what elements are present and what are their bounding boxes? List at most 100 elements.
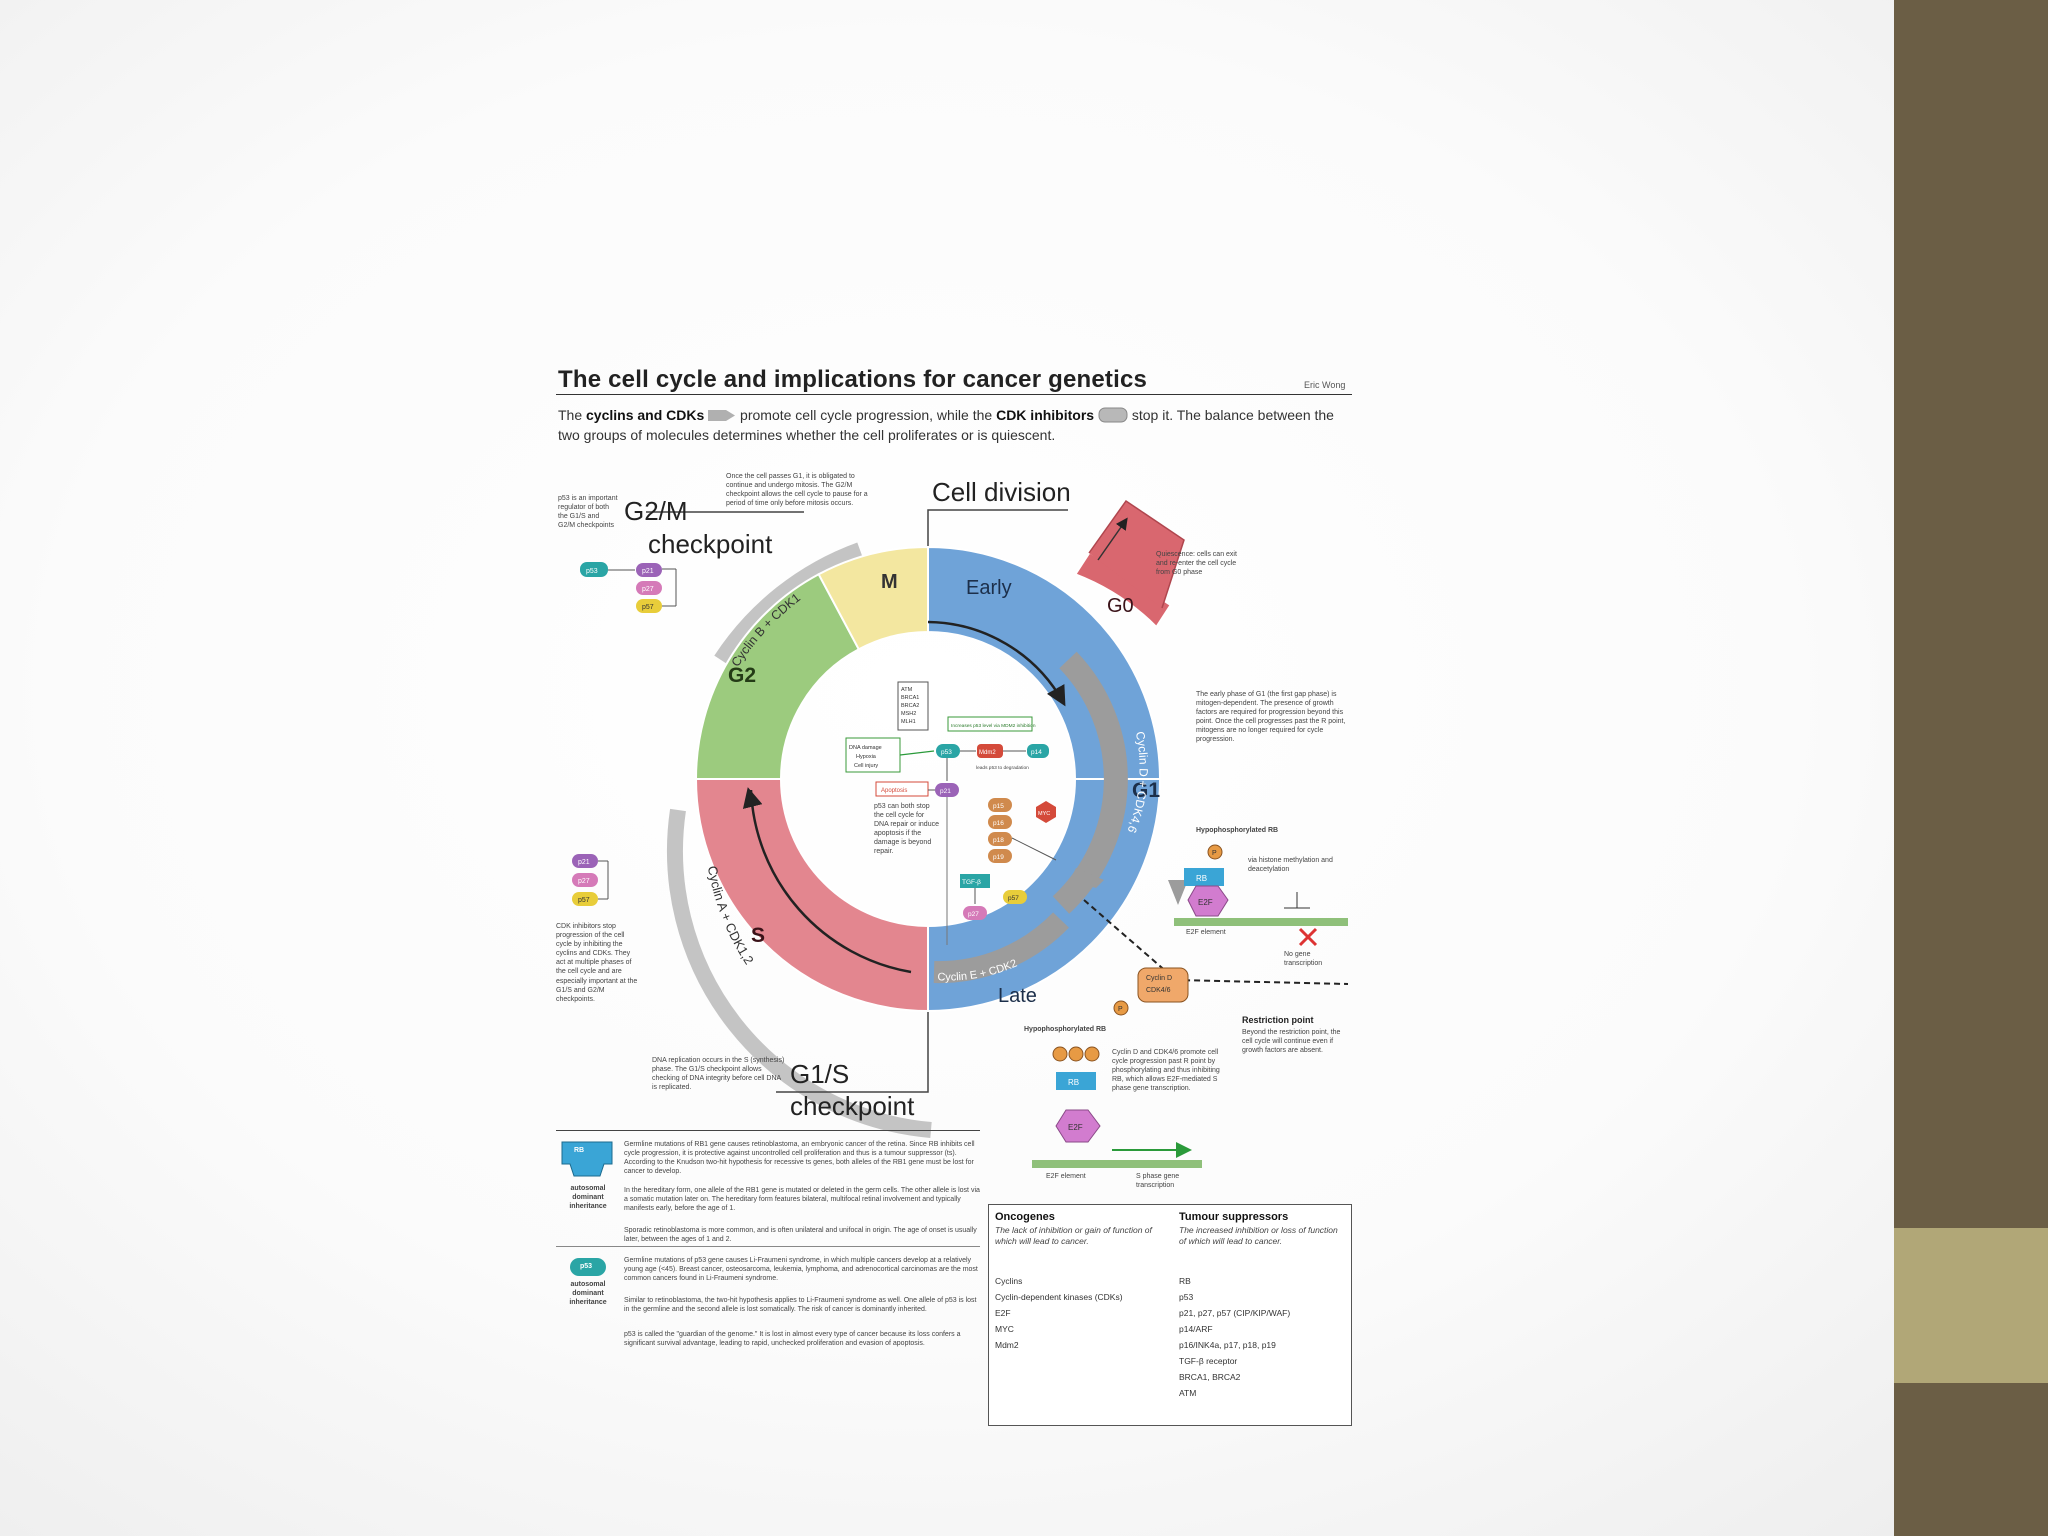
hyper-e2f-hex	[1055, 1109, 1101, 1143]
cycle-arrow-s	[749, 789, 912, 974]
dna-replication-note: DNA replication occurs in the S (synthes…	[652, 1057, 785, 1092]
mdm2-note-box	[947, 716, 1033, 732]
cdk-inhibitors-note: CDK inhibitors stop progression of the c…	[556, 923, 638, 1003]
center-p15-pill	[988, 798, 1012, 812]
center-mdm2-pill	[977, 744, 1003, 758]
top-p27-pill	[636, 581, 662, 595]
center-tgfb-text: TGF-β	[962, 879, 981, 886]
phase-g2-label: G2	[728, 664, 756, 687]
rb-legend-p1: Germline mutations of RB1 gene causes re…	[624, 1141, 975, 1176]
hyper-p2	[1068, 1046, 1084, 1062]
rb-legend-icon	[560, 1140, 614, 1180]
center-myc-text: MYC	[1038, 811, 1050, 817]
center-p27-pill	[963, 906, 987, 920]
hyper-e2f-text: E2F	[1068, 1123, 1083, 1132]
cycle-arrow-s-head	[742, 787, 763, 809]
cyclin-d-tail	[1070, 868, 1104, 888]
center-p27-text: p27	[968, 911, 979, 918]
top-p21-text: p21	[642, 568, 654, 575]
top-p27-text: p27	[642, 586, 654, 593]
hyper-e2f-element: E2F element	[1046, 1173, 1086, 1180]
gene-mlh1: MLH1	[901, 719, 916, 725]
center-p57-text: p57	[1008, 895, 1019, 902]
suppressor-item: p14/ARF	[1179, 1324, 1213, 1334]
center-myc-hex	[1036, 801, 1056, 823]
legend-rule-top	[556, 1130, 980, 1131]
suppressors-title: Tumour suppressors	[1179, 1211, 1289, 1223]
stress-dna-damage: DNA damage	[849, 745, 882, 751]
oncogene-item: E2F	[995, 1308, 1011, 1318]
cdk46-text-box: CDK4/6	[1146, 987, 1171, 994]
cyclin-d-cdk-box	[1137, 967, 1189, 1003]
g1s-line	[776, 1012, 929, 1093]
no-gene-transcription: No gene transcription	[1284, 951, 1323, 968]
hyper-rb-text: RB	[1068, 1078, 1079, 1087]
m-segment	[817, 545, 929, 651]
mid-p27-pill	[572, 873, 598, 887]
g0-segment	[1073, 551, 1172, 629]
phase-s-label: S	[751, 924, 765, 947]
hypo-dna-bar	[1174, 918, 1348, 926]
g0-box	[1088, 499, 1185, 609]
center-p53-text: p53	[941, 749, 952, 756]
hyper-p3	[1084, 1046, 1100, 1062]
left-p53-text: p53	[586, 568, 598, 575]
rb-legend-p2: In the hereditary form, one allele of th…	[624, 1187, 980, 1213]
mdm2-note-text: Increases p53 level via MDM2 inhibition	[951, 723, 1036, 729]
hypo-p-text: P	[1212, 850, 1217, 857]
intro-part3: stop it. The balance between the two gro…	[558, 407, 1334, 444]
early-phase-note: The early phase of G1 (the first gap pha…	[1196, 691, 1346, 744]
center-p14-pill	[1027, 744, 1049, 758]
intro-part2: promote cell cycle progression, while th…	[736, 407, 997, 423]
gene-msh2: MSH2	[901, 711, 916, 717]
hypo-rb-box	[1184, 868, 1224, 886]
mid-p21-text: p21	[578, 859, 590, 866]
p53-repair-note: p53 can both stop the cell cycle for DNA…	[874, 803, 939, 856]
rb-badge-text: RB	[574, 1147, 585, 1154]
restriction-point-label: Restriction point	[1242, 1015, 1314, 1025]
quiescence-note: Quiescence: cells can exit and re-enter …	[1156, 551, 1237, 577]
hyper-p1	[1052, 1046, 1068, 1062]
no-transcription-x2	[1298, 927, 1318, 947]
center-p18-text: p18	[993, 837, 1004, 844]
stress-box	[845, 737, 901, 773]
restriction-note: Beyond the restriction point, the cell c…	[1242, 1029, 1341, 1055]
center-p19-text: p19	[993, 854, 1004, 861]
cell-cycle-poster: The cell cycle and implications for canc…	[556, 360, 1352, 1430]
hypo-e2f-element: E2F element	[1186, 929, 1226, 936]
stress-hypoxia: Hypoxia	[856, 754, 877, 760]
center-mdm2-text: Mdm2	[979, 750, 996, 756]
center-p21-text: p21	[940, 788, 951, 795]
suppressor-item: p16/INK4a, p17, p18, p19	[1179, 1340, 1276, 1350]
hypo-rb-label: Hypophosphorylated RB	[1196, 827, 1279, 834]
intro-cdk-inhibitors: CDK inhibitors	[996, 407, 1095, 423]
poster-author: Eric Wong	[1304, 380, 1346, 390]
g2m-checkpoint-line1: G2/M	[624, 496, 688, 526]
center-p16-text: p16	[993, 820, 1004, 827]
center-p16-pill	[988, 815, 1012, 829]
gene-brca1: BRCA1	[901, 695, 919, 701]
suppressor-item: ATM	[1179, 1388, 1197, 1398]
title-rule	[556, 394, 1352, 395]
gene-atm: ATM	[901, 687, 913, 693]
mid-p57-pill	[572, 892, 598, 906]
p53-legend-p1: Germline mutations of p53 gene causes Li…	[624, 1257, 978, 1283]
mdm2-sub-text: leads p53 to degradation	[976, 765, 1029, 771]
suppressor-item: BRCA1, BRCA2	[1179, 1372, 1241, 1382]
p53-badge-icon	[570, 1258, 606, 1276]
intro-text: The cyclins and CDKs promote cell cycle …	[558, 405, 1348, 446]
apoptosis-box	[875, 781, 929, 797]
stress-p53-link	[899, 750, 935, 756]
center-p53-pill	[936, 744, 960, 758]
center-p18-pill	[988, 832, 1012, 846]
center-tgfb-pill	[960, 874, 990, 888]
slide-sidebar-accent	[1894, 1228, 2048, 1383]
cyclin-e-band	[933, 912, 1069, 984]
oncogene-item: Mdm2	[995, 1340, 1019, 1350]
oncogene-item: MYC	[995, 1324, 1014, 1334]
cycle-arrow-early	[927, 620, 1066, 707]
oncogenes-subtitle: The lack of inhibition or gain of functi…	[995, 1225, 1152, 1247]
rb-badge-icon	[561, 1141, 613, 1177]
hyper-rb-label: Hypophosphorylated RB	[1024, 1026, 1107, 1033]
hypo-e2f-text: E2F	[1198, 898, 1213, 907]
